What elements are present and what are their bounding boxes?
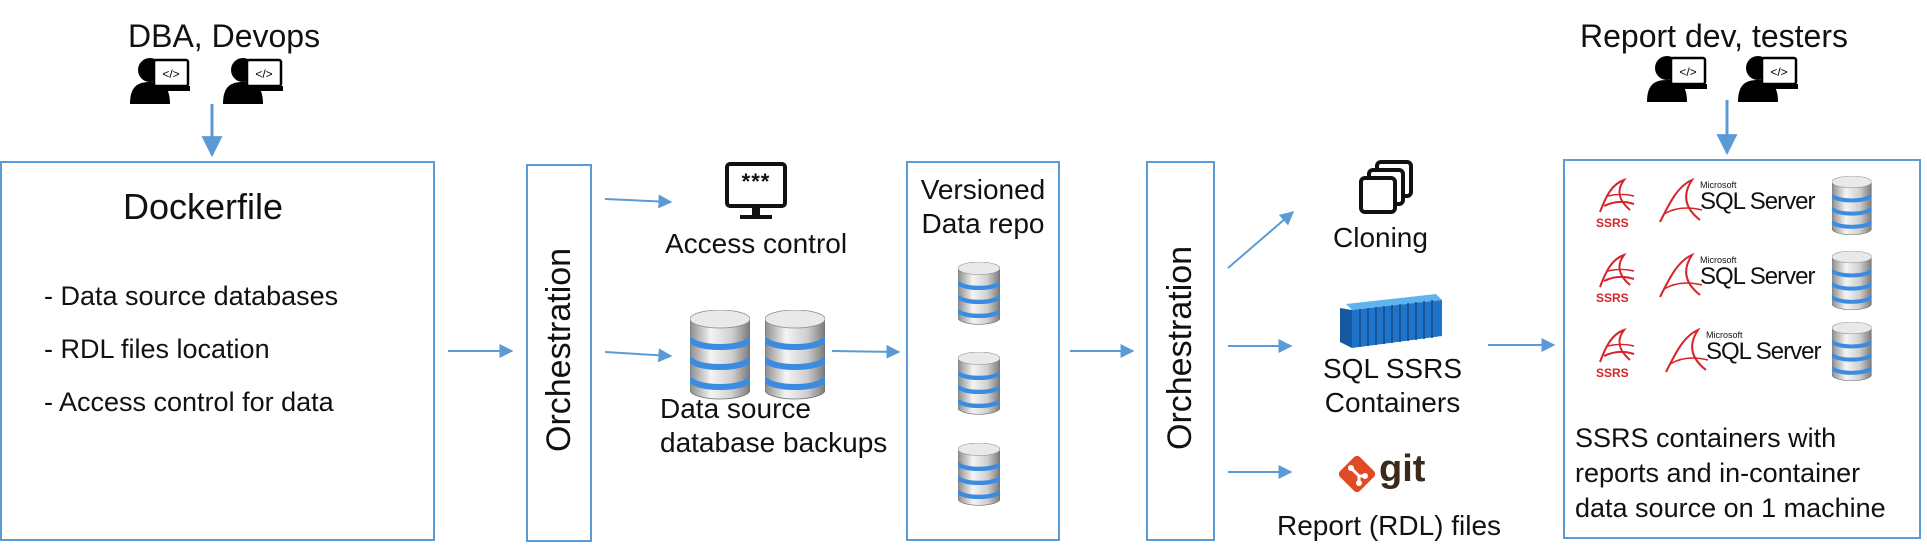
- orchestration-label-right: Orchestration: [1161, 245, 1199, 450]
- dockerfile-item: - Access control for data: [44, 387, 334, 417]
- arrow-orchestration-to-cloning: [1227, 211, 1295, 269]
- dockerfile-title: Dockerfile: [123, 186, 284, 227]
- git-logo: git: [1335, 448, 1445, 496]
- database-icon: [1832, 322, 1872, 382]
- developer-icon: [1645, 54, 1709, 104]
- containers-label-line1: SQL SSRS: [1322, 353, 1462, 384]
- developer-icon: [221, 56, 285, 106]
- ssrs-logo: [1599, 328, 1635, 363]
- arrow-orchestration-to-backups: [604, 348, 673, 363]
- monitor-password-icon: ***: [724, 161, 788, 223]
- sql-server-logo: [1659, 252, 1703, 298]
- data-repo-title: Versioned Data repo: [908, 173, 1058, 241]
- database-icon: [958, 443, 1000, 506]
- git-label: Report (RDL) files: [1277, 510, 1502, 541]
- backups-label-line2: database backups: [660, 427, 888, 458]
- data-repo-title-line2: Data repo: [921, 208, 1045, 239]
- developer-icon: [1736, 54, 1800, 104]
- orchestration-box-left: [526, 164, 592, 542]
- arrow-backups-to-repo: [831, 344, 901, 359]
- result-line: data source on 1 machine: [1575, 493, 1886, 523]
- result-row: SSRS Microsoft SQL Server: [1590, 172, 1890, 242]
- access-control-label: Access control: [665, 228, 848, 259]
- database-icon: [958, 262, 1000, 325]
- dockerfile-item: - Data source databases: [44, 281, 339, 311]
- result-text: SSRS containers with reports and in-cont…: [1575, 421, 1886, 526]
- dockerfile-item: - RDL files location: [44, 334, 270, 364]
- ssrs-logo: [1599, 178, 1635, 213]
- ssrs-logo-text: SSRS: [1596, 366, 1629, 380]
- sql-server-microsoft-text: Microsoft: [1706, 330, 1743, 340]
- sql-server-logo-text: SQL Server: [1700, 263, 1815, 290]
- backups-label: Data source database backups: [660, 392, 887, 460]
- containers-label: SQL SSRS Containers: [1310, 352, 1475, 420]
- sql-server-microsoft-text: Microsoft: [1700, 180, 1737, 190]
- sql-server-logo: [1659, 177, 1703, 223]
- backups-label-line1: Data source: [660, 393, 811, 424]
- role-label-dba-devops: DBA, Devops: [128, 18, 321, 54]
- dockerfile-box: Dockerfile - Data source databases - RDL…: [0, 161, 435, 541]
- ssrs-logo: [1599, 253, 1635, 288]
- orchestration-box-right: [1146, 161, 1215, 541]
- monitor-password-text: ***: [741, 169, 771, 194]
- container-icon: [1340, 294, 1442, 348]
- sql-server-logo-text: SQL Server: [1700, 188, 1815, 215]
- developer-icon: [128, 56, 192, 106]
- sql-server-logo-text: SQL Server: [1706, 338, 1821, 365]
- cloning-label: Cloning: [1333, 222, 1428, 253]
- database-icon: [1832, 251, 1872, 311]
- ssrs-logo-text: SSRS: [1596, 216, 1629, 230]
- dockerfile-items: - Data source databases - RDL files loca…: [44, 270, 338, 429]
- result-row: SSRS Microsoft SQL Server: [1590, 322, 1890, 392]
- database-icon: [1832, 176, 1872, 236]
- data-repo-title-line1: Versioned: [920, 174, 1046, 205]
- containers-label-line2: Containers: [1324, 387, 1461, 418]
- clone-icon: [1359, 160, 1413, 214]
- sql-server-logo: [1665, 327, 1709, 373]
- result-line: reports and in-container: [1575, 458, 1861, 488]
- orchestration-label-left: Orchestration: [540, 247, 578, 452]
- database-icon: [958, 352, 1000, 415]
- role-label-report-dev-testers: Report dev, testers: [1580, 18, 1848, 54]
- result-line: SSRS containers with: [1575, 423, 1837, 453]
- ssrs-logo-text: SSRS: [1596, 291, 1629, 305]
- git-logo-text: git: [1379, 448, 1426, 490]
- database-icon: [765, 310, 825, 400]
- sql-server-microsoft-text: Microsoft: [1700, 255, 1737, 265]
- database-icon: [690, 310, 750, 400]
- arrow-orchestration-to-access: [604, 194, 673, 209]
- result-row: SSRS Microsoft SQL Server: [1590, 247, 1890, 317]
